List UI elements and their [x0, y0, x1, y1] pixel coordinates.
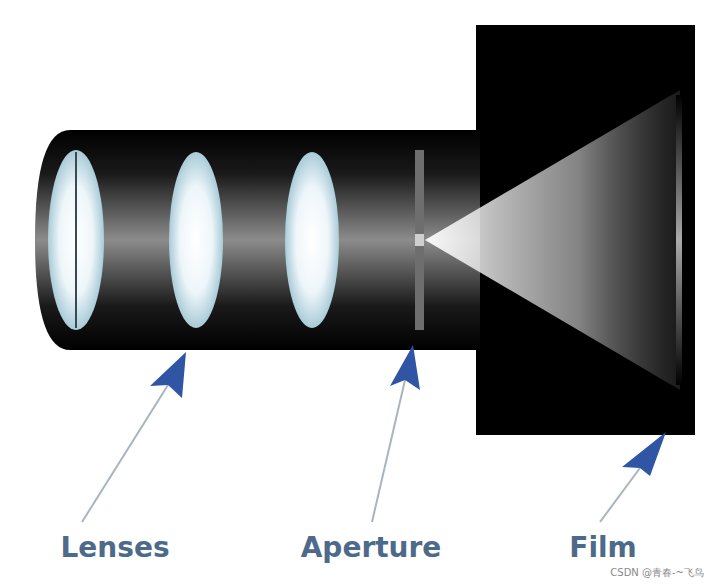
leader-line — [372, 380, 405, 522]
aperture-plate — [415, 150, 424, 330]
light-cone — [425, 90, 680, 390]
lens-edge — [75, 152, 77, 328]
watermark: CSDN @青春-~飞鸟 — [610, 568, 704, 578]
part-label: Lenses — [60, 534, 169, 562]
part-label: Aperture — [301, 534, 442, 562]
aperture-opening — [415, 234, 424, 246]
lens — [169, 152, 223, 328]
arrowhead — [390, 345, 420, 390]
leader-line — [600, 468, 640, 522]
lens — [48, 150, 104, 330]
part-label: Film — [569, 534, 637, 562]
leader-line — [82, 385, 168, 522]
arrowhead — [150, 352, 186, 398]
film-plane — [676, 95, 682, 385]
arrowhead — [622, 432, 666, 476]
lens-barrel — [35, 130, 480, 350]
lens — [285, 152, 339, 328]
